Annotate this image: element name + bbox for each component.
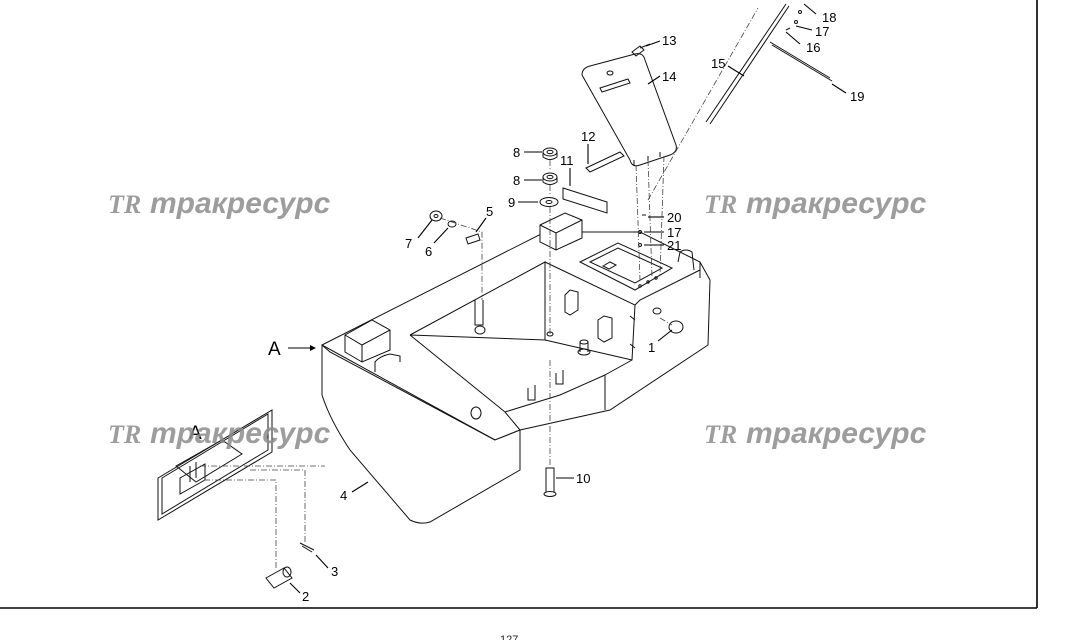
page-number: 127: [500, 634, 518, 640]
view-marker-detail: A: [189, 423, 202, 444]
washer-7: [429, 210, 443, 222]
callout-17-upper: 17: [815, 24, 829, 39]
strip-11: [562, 168, 608, 214]
callout-1: 1: [648, 340, 655, 355]
rod-12: [585, 151, 625, 173]
watermark-text: тракресурс: [150, 417, 331, 450]
cover-plate: [581, 53, 677, 167]
callout-10: 10: [576, 471, 590, 486]
pin-5: [465, 233, 481, 245]
washer-9: [539, 197, 559, 207]
callout-3: 3: [331, 564, 338, 579]
callout-11: 11: [560, 153, 574, 168]
callout-5: 5: [486, 204, 493, 219]
page-frame: [0, 0, 1038, 609]
callout-8-upper: 8: [513, 145, 520, 160]
clip-3: [299, 542, 315, 553]
callout-7: 7: [405, 236, 412, 251]
watermark-logo: TR: [108, 190, 141, 219]
watermark-text: тракресурс: [150, 187, 331, 220]
view-marker-main: A: [268, 339, 281, 360]
callout-14: 14: [662, 69, 676, 84]
callout-9: 9: [508, 195, 515, 210]
nut-8-lower: [542, 172, 558, 185]
callout-8-lower: 8: [513, 173, 520, 188]
watermark-logo: TR: [704, 190, 737, 219]
watermark-bottom-right: TR тракресурс: [704, 417, 927, 450]
callout-20: 20: [667, 210, 681, 225]
plug-1: [668, 320, 684, 334]
nut-8-upper: [542, 147, 558, 160]
watermark-logo: TR: [108, 420, 141, 449]
pin-2: [265, 566, 293, 589]
callout-15: 15: [711, 56, 725, 71]
pins-16-18: [785, 10, 802, 31]
callout-2: 2: [302, 589, 309, 604]
counterweight-body: [321, 212, 711, 524]
bolt-10: [543, 467, 557, 497]
watermark-text: тракресурс: [746, 187, 927, 220]
callout-13: 13: [662, 33, 676, 48]
watermark-top-left: TR тракресурс: [108, 187, 331, 220]
rod-15: [705, 3, 790, 125]
callout-4: 4: [340, 488, 347, 503]
leader-lines: [289, 3, 847, 594]
view-arrow: [288, 345, 316, 351]
detail-view-a: [157, 409, 273, 521]
callout-12: 12: [581, 129, 595, 144]
callout-18: 18: [822, 10, 836, 25]
callout-6: 6: [425, 244, 432, 259]
watermark-text: тракресурс: [746, 417, 927, 450]
callouts: 1 2 3 4 5 6 7 8 8 9 10 11 12 13 14 15 16…: [302, 10, 864, 604]
watermark-top-right: TR тракресурс: [704, 187, 927, 220]
callout-19: 19: [850, 89, 864, 104]
callout-16: 16: [806, 40, 820, 55]
watermark-logo: TR: [704, 420, 737, 449]
callout-21: 21: [667, 238, 681, 253]
watermark-bottom-left: TR тракресурс: [108, 417, 331, 450]
access-recess: [578, 242, 674, 291]
callout-17-lower: 17: [667, 225, 681, 240]
bar-19: [769, 41, 833, 82]
assembly-lines: [200, 7, 759, 568]
